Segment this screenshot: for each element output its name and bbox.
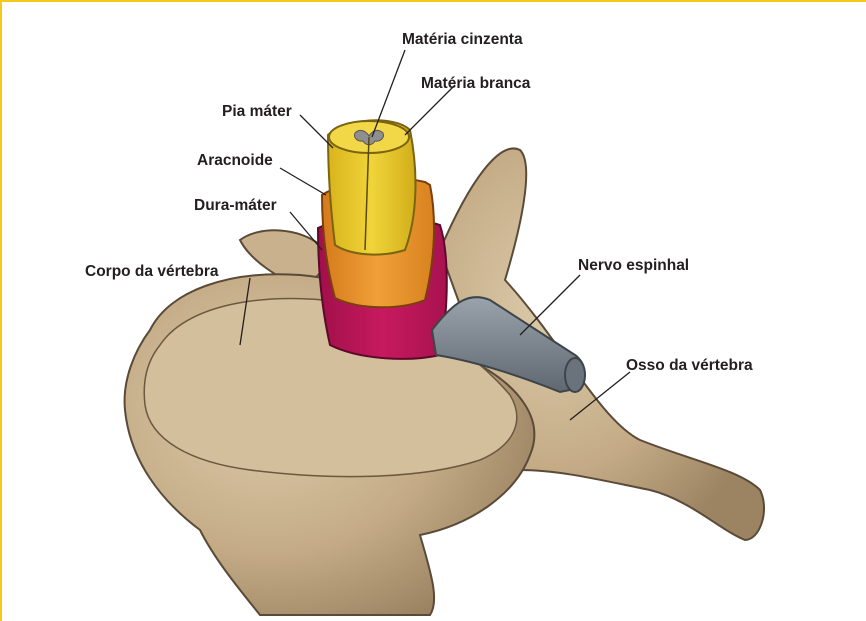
label-vertebral-bone: Osso da vértebra [626, 357, 753, 375]
label-vertebral-body: Corpo da vértebra [85, 263, 219, 281]
label-gray-matter: Matéria cinzenta [402, 31, 523, 49]
label-arachnoid: Aracnoide [197, 152, 273, 170]
label-pia-mater: Pia máter [222, 103, 292, 121]
label-dura-mater: Dura-máter [194, 197, 277, 215]
label-spinal-nerve: Nervo espinhal [578, 257, 689, 275]
label-white-matter: Matéria branca [421, 75, 530, 93]
spinal-nerve-end [565, 358, 585, 392]
